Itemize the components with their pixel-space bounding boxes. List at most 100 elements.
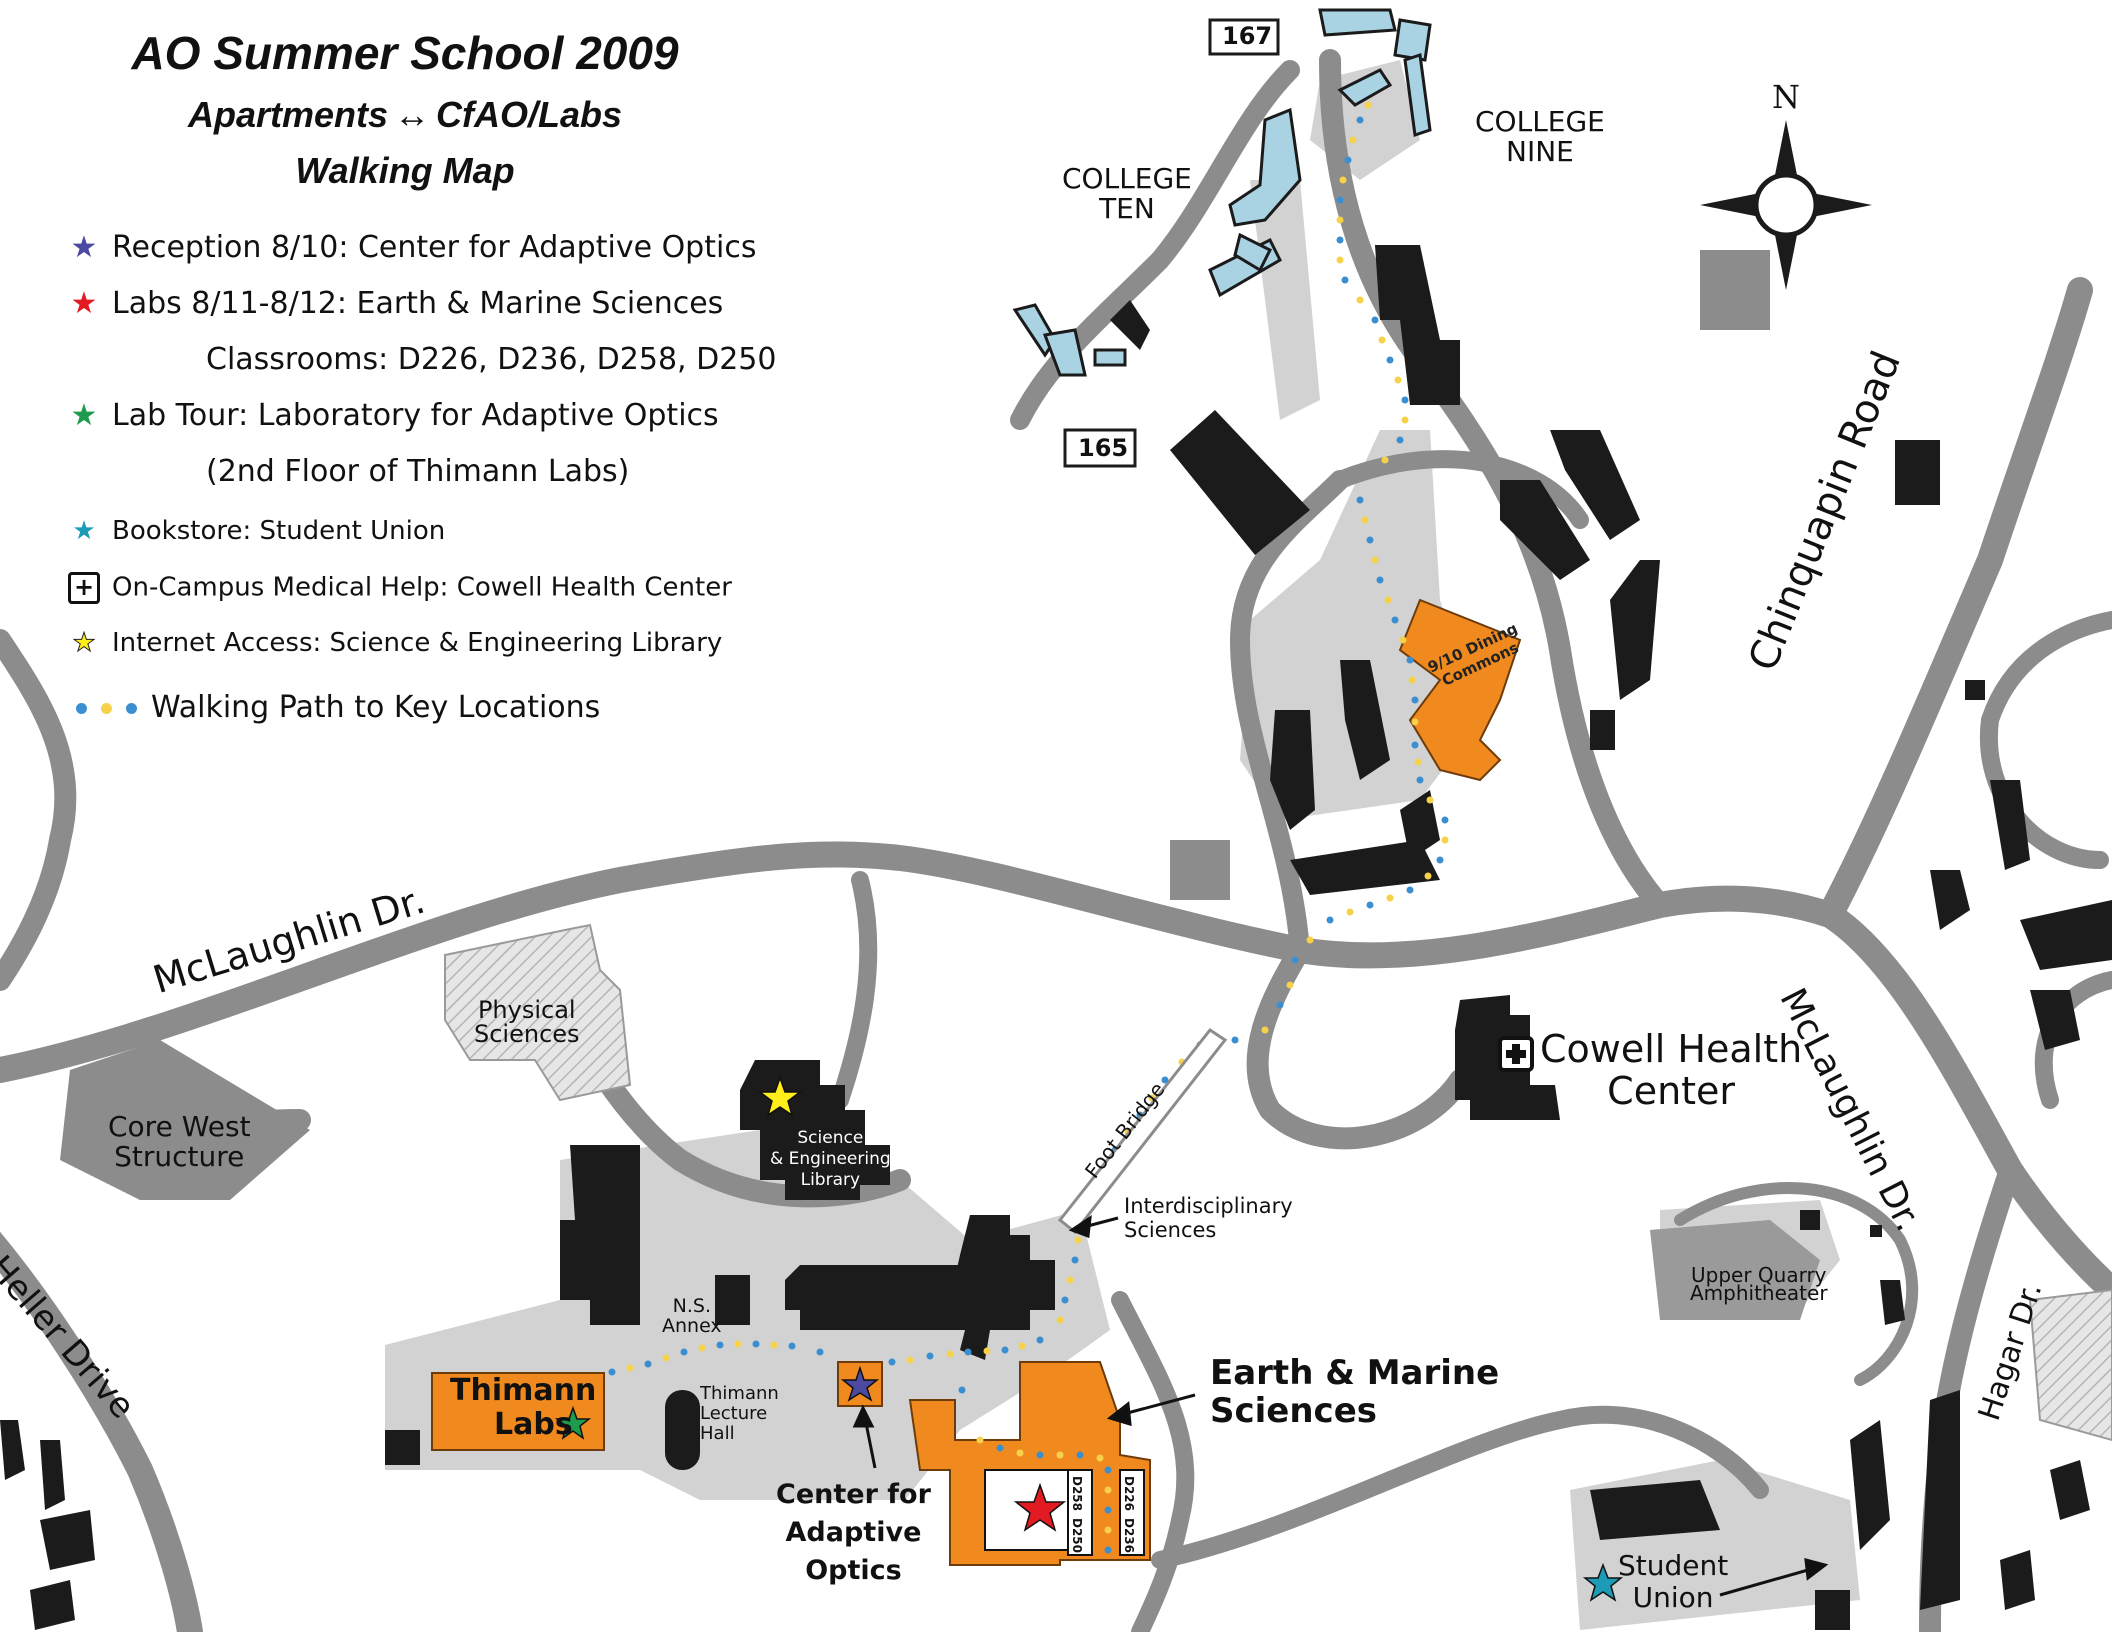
legend-lab-tour-sub: (2nd Floor of Thimann Labs): [206, 454, 630, 489]
medical-cross-icon: [1498, 1036, 1534, 1072]
legend-medical-label: On-Campus Medical Help: Cowell Health Ce…: [112, 572, 732, 603]
room-d250-label: D250: [1070, 1518, 1084, 1554]
map-subtitle-2: Walking Map: [295, 150, 515, 191]
road-quarry: [1674, 1182, 1919, 1386]
reception-star-icon: [840, 1365, 880, 1402]
thimann-lecture-line2: Lecture: [700, 1403, 768, 1424]
double-arrow-icon: ↔: [394, 94, 431, 135]
road-college-nine: [1319, 49, 1671, 916]
medical-box-icon: +: [68, 572, 100, 604]
blue-dot-icon: [76, 703, 87, 714]
road-cowell-loop: [1246, 939, 1471, 1150]
upper-quarry-line1: Upper Quarry: [1691, 1263, 1827, 1287]
cowell-health-center-label: Cowell Health Center: [1540, 1028, 1802, 1112]
internet-star-icon: [757, 1075, 803, 1117]
compass-rose: [1700, 120, 1872, 290]
legend-bookstore: ★ Bookstore: Student Union: [64, 516, 445, 546]
teal-star-icon: ★: [72, 516, 96, 546]
student-union-line2: Union: [1632, 1581, 1714, 1614]
legend-internet: ★Internet Access: Science & Engineering …: [64, 628, 722, 659]
black-buildings: [0, 245, 2112, 1630]
yellow-star-icon: ★: [72, 628, 96, 659]
road-loop: [1230, 470, 1350, 960]
earth-marine-line2: Sciences: [1210, 1391, 1378, 1431]
interdisciplinary-label: Interdisciplinary Sciences: [1124, 1194, 1293, 1242]
cfao-line1: Center for: [776, 1479, 931, 1510]
legend-lab-tour-label: Lab Tour: Laboratory for Adaptive Optics: [112, 398, 719, 433]
map-stars: [554, 1075, 1624, 1602]
green-star-icon: ★: [70, 398, 98, 433]
college-nine-line1: COLLEGE: [1475, 105, 1605, 138]
bookstore-star-icon: [1582, 1562, 1624, 1602]
earth-marine-sciences-label: Earth & Marine Sciences: [1210, 1354, 1499, 1430]
legend-lab-tour: ★ Lab Tour: Laboratory for Adaptive Optic…: [64, 398, 719, 433]
core-west-label: Core West Structure: [108, 1112, 251, 1172]
subtitle-right: CfAO/Labs: [436, 94, 623, 135]
ems-interior: [984, 1469, 1145, 1556]
college-ten-line1: COLLEGE: [1062, 162, 1192, 195]
physical-sciences-building: [444, 923, 632, 1102]
ns-annex-line2: Annex: [662, 1315, 722, 1337]
legend-reception-label: Reception 8/10: Center for Adaptive Opti…: [112, 230, 757, 265]
legend-walking: Walking Path to Key Locations: [76, 690, 600, 725]
road-sel: [831, 871, 878, 1109]
heller-drive-road: [0, 1231, 203, 1632]
legend-medical: + On-Campus Medical Help: Cowell Health C…: [64, 572, 732, 604]
road-ems-south: [1111, 1291, 1195, 1632]
foot-bridge: [1057, 1027, 1228, 1235]
legend-bookstore-label: Bookstore: Student Union: [112, 516, 446, 546]
sel-line1: Science: [797, 1128, 864, 1148]
east-hatched-building: [2028, 1288, 2112, 1442]
route-167-label: 167: [1222, 22, 1273, 50]
thimann-lecture-label: Thimann Lecture Hall: [700, 1384, 779, 1444]
hatched-areas: [444, 923, 2112, 1442]
room-d226-label: D226: [1122, 1476, 1136, 1512]
gray-structures: [60, 250, 1820, 1320]
student-union-label: Student Union: [1618, 1550, 1728, 1614]
ns-annex-line1: N.S.: [672, 1295, 712, 1317]
interdisciplinary-line2: Sciences: [1124, 1218, 1217, 1242]
road-south: [1151, 1405, 1769, 1569]
thimann-lecture-line3: Hall: [700, 1423, 735, 1444]
compass-north-label: N: [1772, 78, 1800, 116]
chinquapin-road: [1817, 277, 2093, 928]
college-ten-line2: TEN: [1099, 192, 1155, 225]
room-d236-label: D236: [1122, 1518, 1136, 1554]
route-167-marker: [1208, 18, 1280, 56]
college-nine-label: COLLEGE NINE: [1475, 107, 1605, 167]
labs-star-icon: [1013, 1482, 1067, 1532]
mclaughlin-dr-east-road: [1817, 902, 2112, 1303]
sel-label: Science & Engineering Library: [770, 1128, 891, 1191]
route-165-marker: [1063, 428, 1137, 468]
cfao-line2: Adaptive: [785, 1517, 922, 1548]
core-west-line2: Structure: [114, 1140, 245, 1173]
college-ten-label: COLLEGE TEN: [1062, 164, 1192, 224]
yellow-dot-icon: [101, 703, 112, 714]
map-legend: AO Summer School 2009 Apartments↔CfAO/La…: [60, 22, 840, 192]
road-college-ten: [1010, 60, 1300, 430]
core-west-structure: [60, 1040, 310, 1200]
road-north-west: [0, 629, 77, 991]
physical-sciences-label: Physical Sciences: [474, 998, 580, 1046]
map-title: AO Summer School 2009: [131, 27, 679, 79]
subtitle-left: Apartments: [187, 94, 389, 135]
legend-labs-label: Labs 8/11-8/12: Earth & Marine Sciences: [112, 286, 724, 321]
physical-sciences-line1: Physical: [477, 996, 576, 1024]
cowell-line2: Center: [1607, 1069, 1736, 1113]
sel-line2: & Engineering: [770, 1149, 891, 1169]
sel-line3: Library: [800, 1170, 861, 1190]
thimann-lecture-line1: Thimann: [700, 1383, 779, 1404]
cfao-label: Center for Adaptive Optics: [776, 1476, 931, 1590]
apartments: [1012, 8, 1432, 377]
road-loop-inner: [1331, 450, 1589, 529]
blue-dot-icon-2: [126, 703, 137, 714]
legend-walking-label: Walking Path to Key Locations: [151, 690, 601, 725]
thimann-labs-line2: Labs: [494, 1407, 573, 1442]
mclaughlin-dr-road: [0, 841, 1843, 1083]
legend-reception: ★Reception 8/10: Center for Adaptive Opt…: [64, 230, 757, 265]
thimann-labs-building: [431, 1372, 605, 1451]
room-block-d258-d250: [1067, 1469, 1093, 1556]
cfao-line3: Optics: [805, 1555, 902, 1586]
interdisciplinary-line1: Interdisciplinary: [1124, 1194, 1293, 1218]
